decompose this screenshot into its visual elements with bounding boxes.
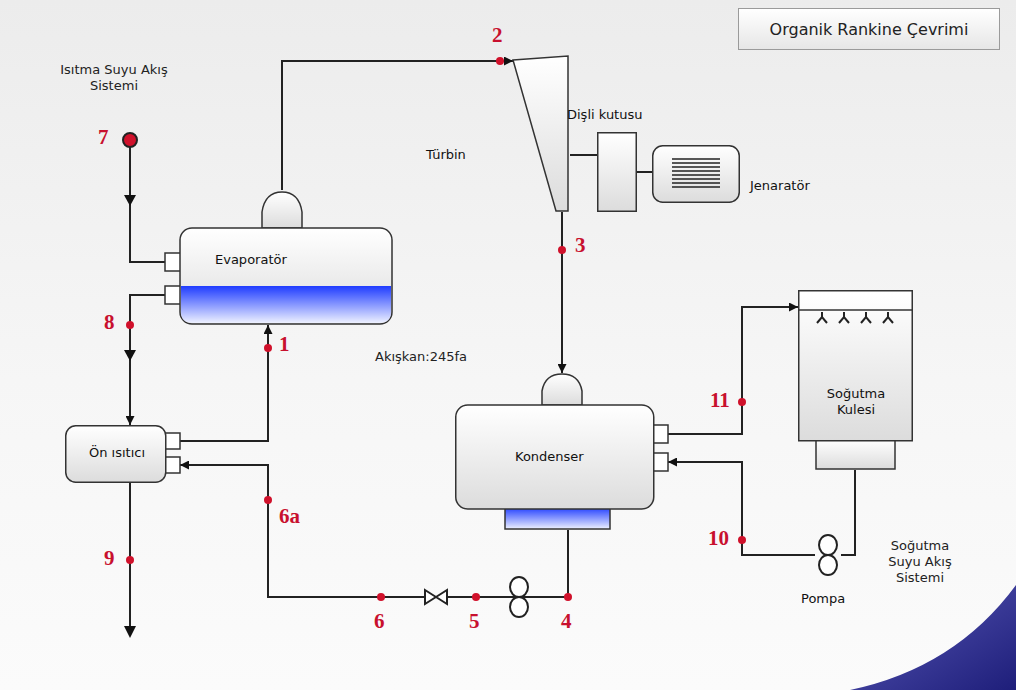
- callout-number: 2: [492, 24, 503, 46]
- pipe-connector: [668, 462, 815, 555]
- node-label: Kondenser: [515, 449, 625, 465]
- callout-number: 8: [104, 311, 115, 333]
- diagram-title: Organik Rankine Çevrimi: [770, 20, 969, 39]
- pump-shape: [815, 535, 841, 575]
- turbine-shape: [512, 55, 570, 212]
- flow-arrow: [124, 350, 136, 361]
- pipe-connector: [561, 212, 563, 373]
- corner-swoosh: [850, 585, 1016, 690]
- node-label: Pompa: [801, 591, 845, 607]
- pipe-connector: [130, 295, 165, 425]
- pipe-connector: [637, 171, 652, 173]
- condenser-box: Kondenser: [455, 373, 668, 530]
- state-point-dots: [126, 57, 746, 601]
- flow-arrow: [124, 195, 136, 206]
- system-label: Soğutma Suyu Akış Sistemi: [876, 538, 964, 586]
- node-label: Türbin: [426, 147, 466, 163]
- pipe-connector: [841, 470, 855, 555]
- callout-number: 5: [469, 610, 480, 632]
- valve-symbol: [425, 590, 447, 604]
- fluid-label: Akışkan:245fa: [375, 349, 515, 365]
- callout-number: 6: [374, 610, 385, 632]
- pump-box: Pompa: [815, 535, 841, 575]
- callout-number: 3: [575, 234, 586, 256]
- generator-box: Jenaratör: [652, 145, 740, 203]
- node-label: Dişli kutusu: [567, 107, 642, 123]
- callout-number: 10: [708, 527, 729, 549]
- gearbox-box: Dişli kutusu: [597, 132, 637, 212]
- callout-number: 4: [561, 610, 572, 632]
- pipe-connector: [570, 154, 597, 156]
- node-label: Soğutma Kulesi: [806, 386, 906, 418]
- gearbox-shape: [597, 132, 637, 212]
- inlet-marker: [123, 133, 137, 147]
- evaporator-box: Evaporatör: [165, 190, 393, 325]
- turbine-box: Türbin: [512, 55, 570, 212]
- node-label: Evaporatör: [215, 252, 345, 268]
- cooling-tower-box: Soğutma Kulesi: [798, 290, 913, 470]
- callout-number: 1: [279, 333, 290, 355]
- preheater-box: Ön ısıtıcı: [65, 425, 180, 483]
- cooling-tower-shape: [798, 290, 913, 470]
- heating-water-outlet: [129, 483, 131, 628]
- callout-number: 9: [104, 547, 115, 569]
- pipe-connector: [668, 307, 798, 434]
- pipe-connector: [180, 325, 268, 441]
- generator-shape: [652, 145, 740, 203]
- system-label: Isıtma Suyu Akış Sistemi: [38, 62, 190, 94]
- callout-number: 7: [98, 126, 109, 148]
- feed-pump-symbol: [510, 577, 528, 617]
- callout-number: 6a: [279, 505, 300, 527]
- pipe-connector: [282, 61, 513, 190]
- title-box: Organik Rankine Çevrimi: [738, 8, 1000, 50]
- node-label: Ön ısıtıcı: [73, 445, 161, 461]
- node-label: Jenaratör: [750, 178, 810, 194]
- callout-number: 11: [710, 389, 730, 411]
- flow-arrow: [124, 626, 136, 638]
- heating-water-inlet: [130, 140, 165, 262]
